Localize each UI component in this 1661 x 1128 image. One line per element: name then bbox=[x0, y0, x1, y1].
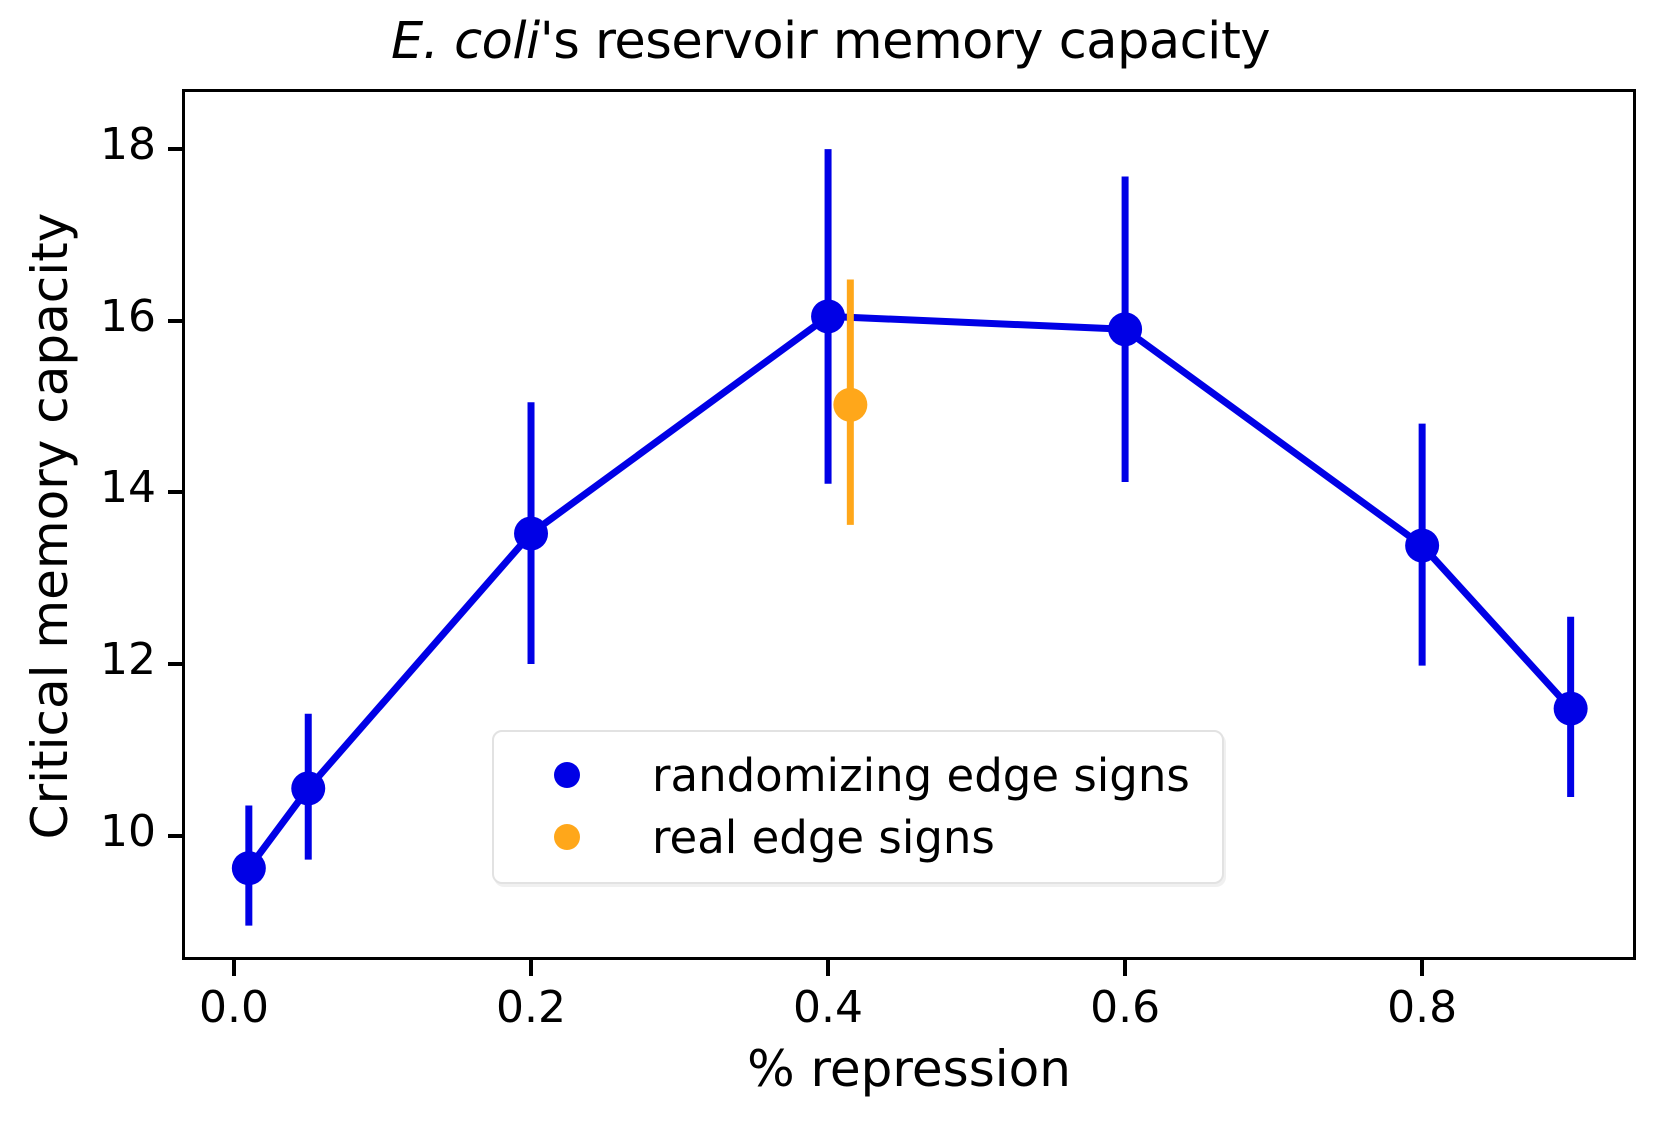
legend-label-real: real edge signs bbox=[652, 810, 995, 864]
x-axis-label: % repression bbox=[747, 1040, 1071, 1098]
chart-title-italic: E. coli bbox=[390, 12, 540, 71]
y-tick-mark bbox=[168, 490, 182, 495]
x-tick-mark bbox=[231, 960, 236, 976]
legend-label-randomizing: randomizing edge signs bbox=[652, 748, 1190, 802]
x-tick-label: 0.2 bbox=[496, 982, 567, 1033]
y-tick-mark bbox=[168, 147, 182, 152]
y-tick-label: 16 bbox=[100, 290, 156, 342]
x-tick-mark bbox=[1123, 960, 1128, 976]
chart-title-rest: 's reservoir memory capacity bbox=[539, 12, 1271, 71]
x-tick-label: 0.8 bbox=[1387, 982, 1458, 1033]
legend-marker-randomizing bbox=[554, 762, 580, 788]
x-tick-label: 0.6 bbox=[1090, 982, 1161, 1033]
legend-item-real[interactable]: real edge signs bbox=[514, 806, 1202, 868]
y-axis-label: Critical memory capacity bbox=[21, 212, 79, 840]
y-tick-label: 14 bbox=[100, 462, 156, 514]
y-tick-mark bbox=[168, 661, 182, 666]
legend-item-randomizing[interactable]: randomizing edge signs bbox=[514, 744, 1202, 806]
x-tick-mark bbox=[529, 960, 534, 976]
y-tick-mark bbox=[168, 833, 182, 838]
y-tick-label: 12 bbox=[100, 633, 156, 685]
x-tick-mark bbox=[1420, 960, 1425, 976]
x-tick-label: 0.4 bbox=[793, 982, 864, 1033]
x-tick-label: 0.0 bbox=[198, 982, 269, 1033]
legend[interactable]: randomizing edge signs real edge signs bbox=[492, 730, 1224, 884]
chart-title: E. coli's reservoir memory capacity bbox=[0, 12, 1661, 71]
x-tick-mark bbox=[826, 960, 831, 976]
y-tick-label: 10 bbox=[100, 805, 156, 857]
y-tick-label: 18 bbox=[100, 119, 156, 171]
legend-marker-real bbox=[554, 824, 580, 850]
y-tick-mark bbox=[168, 318, 182, 323]
